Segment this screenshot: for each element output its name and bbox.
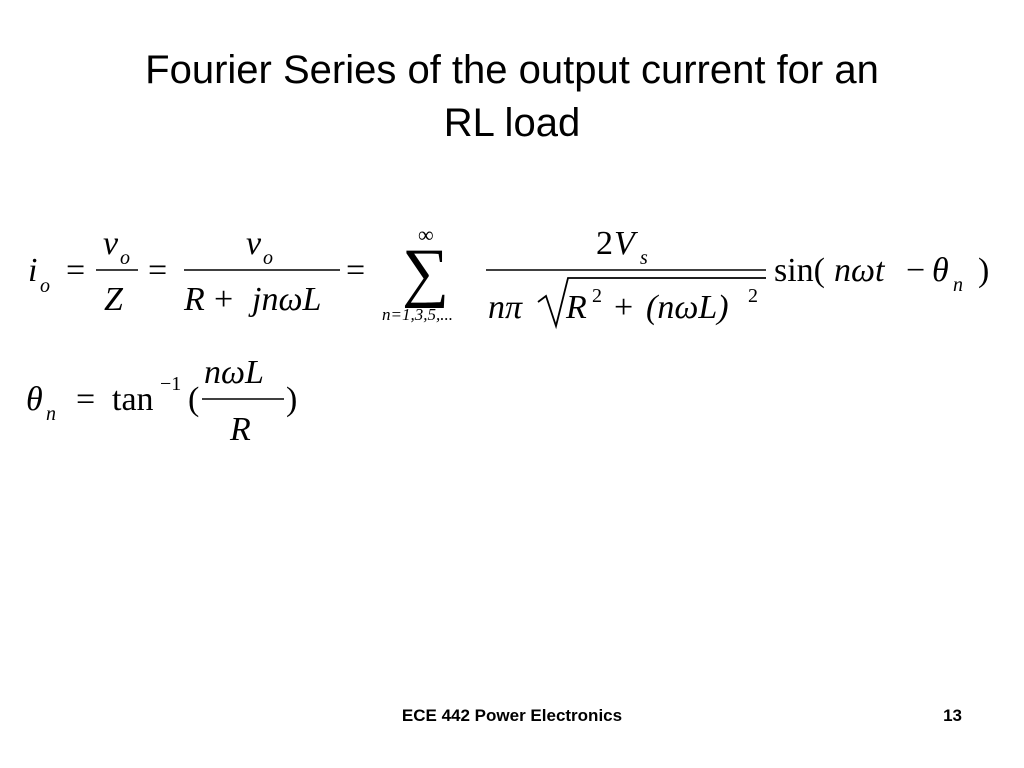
output-current-equation: i o = v o Z = v o R + jnωL = ∞ ∑ n=1,3,5…	[28, 222, 989, 330]
reactance-term: (nωL)	[646, 289, 729, 326]
phase-angle-symbol: θ	[932, 252, 949, 289]
nwl-numerator: nωL	[204, 354, 264, 391]
jnwl-term: jnωL	[248, 281, 321, 318]
square-root-symbol	[537, 277, 766, 330]
vo-subscript-1: o	[120, 247, 130, 269]
impedance-symbol: Z	[104, 281, 124, 318]
resistance-symbol: R	[183, 281, 205, 318]
equals-sign-3: =	[346, 252, 365, 289]
close-paren-2: )	[286, 381, 297, 418]
title-line-1: Fourier Series of the output current for…	[145, 48, 879, 92]
theta-n-symbol: θ	[26, 381, 43, 418]
resistance-squared-base: R	[565, 289, 587, 326]
theta-n-subscript: n	[46, 403, 56, 425]
resistance-exponent: 2	[592, 285, 602, 307]
sum-upper-limit: ∞	[418, 222, 434, 247]
footer-course-title: ECE 442 Power Electronics	[401, 706, 623, 725]
title-line-2: RL load	[443, 101, 581, 145]
sum-lower-limit: n=1,3,5,...	[382, 305, 453, 324]
summation-symbol: ∑	[402, 236, 449, 309]
footer-page-number: 13	[943, 706, 962, 725]
slide-title: Fourier Series of the output current for…	[62, 44, 962, 150]
arctangent-function: tan	[112, 381, 154, 418]
plus-sign-1: +	[214, 281, 233, 318]
equals-sign-1: =	[66, 252, 85, 289]
vo-numerator-1: v	[103, 225, 119, 262]
io-symbol: i	[28, 252, 37, 289]
plus-sign-2: +	[614, 289, 633, 326]
equation-block: i o = v o Z = v o R + jnωL = ∞ ∑ n=1,3,5…	[26, 222, 989, 448]
r-denominator: R	[229, 411, 251, 448]
vo-subscript-2: o	[263, 247, 273, 269]
nwt-term: nωt	[834, 252, 886, 289]
io-subscript: o	[40, 275, 50, 297]
vo-numerator-2: v	[246, 225, 262, 262]
numerator-two: 2	[596, 225, 613, 262]
equals-sign-4: =	[76, 381, 95, 418]
equals-sign-2: =	[148, 252, 167, 289]
inverse-superscript: −1	[160, 373, 181, 395]
source-voltage-subscript: s	[640, 247, 648, 269]
minus-sign: −	[906, 252, 925, 289]
phase-angle-subscript: n	[953, 274, 963, 296]
open-paren-2: (	[188, 381, 199, 418]
n-pi-term: nπ	[488, 289, 523, 326]
close-paren-1: )	[978, 252, 989, 289]
reactance-exponent: 2	[748, 285, 758, 307]
phase-angle-equation: θ n = tan −1 ( nωL R )	[26, 354, 297, 448]
sine-function: sin(	[774, 252, 825, 289]
source-voltage-symbol: V	[614, 225, 639, 262]
